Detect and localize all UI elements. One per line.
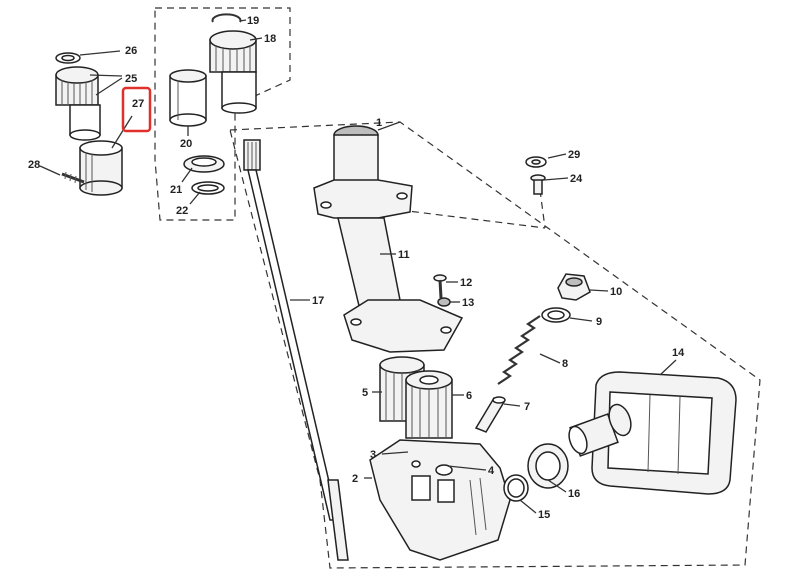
callout-1: 1	[376, 117, 382, 129]
plunger-7	[474, 396, 506, 433]
gear-6	[405, 370, 453, 439]
highlight-box-27	[121, 86, 152, 133]
callout-3: 3	[370, 449, 376, 461]
washer-29	[525, 156, 547, 168]
callout-26: 26	[125, 45, 137, 57]
callout-9: 9	[596, 316, 602, 328]
callout-6: 6	[466, 390, 472, 402]
callout-14: 14	[672, 347, 685, 359]
callout-25: 25	[125, 73, 137, 85]
callout-28: 28	[28, 159, 40, 171]
spring-8	[497, 315, 541, 385]
gear-25	[55, 66, 101, 141]
callout-4: 4	[488, 465, 495, 477]
o-ring-15	[503, 474, 529, 502]
leader-lines	[39, 19, 677, 514]
gear-18	[209, 30, 257, 114]
callout-12: 12	[460, 277, 472, 289]
callout-16: 16	[568, 488, 580, 500]
ring-22	[191, 181, 225, 195]
callout-11: 11	[398, 249, 410, 261]
bush-27	[79, 140, 123, 196]
callout-5: 5	[362, 387, 368, 399]
callout-2: 2	[352, 473, 358, 485]
ring-21	[183, 155, 225, 173]
callout-13: 13	[462, 297, 474, 309]
callout-21: 21	[170, 184, 182, 196]
callout-17: 17	[312, 295, 324, 307]
callout-22: 22	[176, 205, 188, 217]
callout-19: 19	[247, 15, 259, 27]
circlip-19	[211, 13, 242, 23]
washer-9	[541, 307, 571, 323]
cap-nut-10	[557, 273, 591, 301]
callout-8: 8	[562, 358, 568, 370]
dashed-guide-line	[399, 209, 546, 229]
callout-7: 7	[524, 401, 530, 413]
bolt-12	[433, 274, 447, 299]
callout-27: 27	[132, 98, 144, 110]
screw-28	[61, 171, 85, 184]
gear-26-washer	[55, 52, 81, 64]
callout-15: 15	[538, 509, 550, 521]
callout-20: 20	[180, 138, 192, 150]
filter-14	[591, 371, 737, 495]
callout-29: 29	[568, 149, 580, 161]
dashed-guide-line-2	[539, 189, 546, 229]
callout-24: 24	[570, 173, 583, 185]
screw-24	[530, 174, 546, 195]
pump-housing-2	[369, 439, 511, 561]
callout-10: 10	[610, 286, 622, 298]
shaft-17	[243, 139, 349, 561]
washer-13	[437, 297, 451, 307]
callout-18: 18	[264, 33, 276, 45]
gasket-16	[527, 443, 569, 489]
filter-outlet-pipe	[568, 403, 632, 457]
pump-column-11	[313, 125, 464, 353]
upper-assembly-boundary	[154, 7, 291, 221]
bush-20	[169, 69, 207, 127]
